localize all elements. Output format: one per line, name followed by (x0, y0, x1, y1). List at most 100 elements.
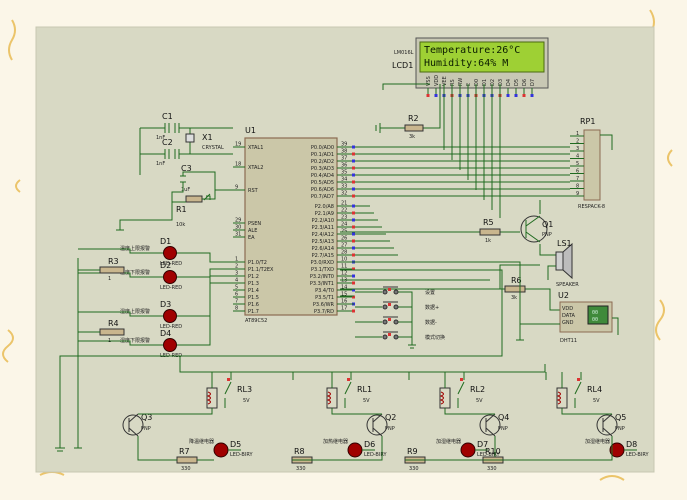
mcu-pin-state (352, 295, 355, 299)
alarm-led-label: 温度下限报警 (120, 269, 150, 276)
mcu-left-pin-name: ALE (248, 228, 257, 234)
alarm-led (163, 270, 177, 284)
mcu-right-pin-name: P0.6/AD6 (311, 187, 334, 193)
relay-value: 5V (243, 398, 250, 404)
mcu-right-pin-name: P3.7/RD (314, 309, 334, 315)
alarm-led-wire (78, 248, 163, 254)
mcu-right-pin-name: P3.1/TXD (311, 267, 334, 273)
mcu-right-pin-name: P0.0/AD0 (311, 145, 334, 151)
mcu-pin-state (352, 232, 355, 236)
mcu-pin-state (352, 246, 355, 250)
alarm-led-ref: D4 (160, 329, 171, 338)
mcu-ref: U1 (245, 126, 256, 135)
rp1-value: RESPACK-8 (578, 204, 605, 210)
mcu-pin-state (352, 274, 355, 278)
relay-led-label: 加湿继电器 (585, 438, 610, 445)
mcu-left-pin-name: PSEN (248, 221, 261, 227)
button-ground (408, 344, 416, 349)
relay-resistor-value: 330 (409, 466, 419, 472)
relay-contact (457, 372, 465, 408)
lcd-pin-label: D4 (506, 79, 512, 86)
mcu-at89c52: U1 AT89C52 19XTAL118XTAL29RST29PSEN30ALE… (233, 126, 355, 324)
alarm-led-wire (78, 340, 163, 346)
transistor-ref: Q4 (498, 413, 509, 422)
mcu-pin-state (352, 166, 355, 170)
mcu-right-pin-name: P2.1/A9 (315, 211, 334, 217)
relay-resistor-value: 330 (296, 466, 306, 472)
mcu-right-pin-name: P3.2/INT0 (310, 274, 334, 280)
lcd-pin-label: RS (450, 79, 456, 86)
mcu-left-pin-num: 31 (235, 232, 241, 238)
rp1-ref: RP1 (580, 117, 595, 126)
relay-value: 5V (476, 398, 483, 404)
relay-led-ref: D6 (364, 440, 375, 449)
oscillator-section: C1 1nF C2 1nF X1 CRYSTAL C3 1uF R1 10k (116, 112, 233, 231)
mcu-right-pin-name: P3.3/INT1 (310, 281, 334, 287)
mcu-right-pin-name: P0.5/AD5 (311, 180, 334, 186)
c1-ref: C1 (162, 112, 173, 121)
mcu-pin-state (352, 159, 355, 163)
lcd-pin-label: D7 (530, 79, 536, 86)
button-contact (382, 304, 388, 310)
c2-value: 1nF (156, 161, 165, 167)
mcu-right-pin-name: P3.4/T0 (315, 288, 334, 294)
relay-resistor-value: 330 (487, 466, 497, 472)
q1-value: PNP (542, 232, 552, 238)
mcu-right-pin-name: P2.4/A12 (312, 232, 334, 238)
mcu-left-pin-num: 2 (235, 264, 238, 270)
mcu-right-pin-name: P2.6/A14 (312, 246, 334, 252)
relay-led-label: 加湿继电器 (436, 438, 461, 445)
lcd-part-label: LM016L (394, 50, 414, 56)
mcu-right-pin-name: P0.7/AD7 (311, 194, 334, 200)
relay-ref: RL4 (587, 385, 602, 394)
rp1-body (583, 129, 601, 201)
x1-ref: X1 (202, 133, 213, 142)
r5-ref: R5 (483, 218, 494, 227)
relay-winding (326, 391, 331, 405)
relay-contact (574, 372, 582, 408)
u2-value: DHT11 (560, 338, 577, 344)
alarm-led-label: 温度上限报警 (120, 245, 150, 252)
ls1-value: SPEAKER (556, 282, 579, 288)
button-label: 数据- (425, 319, 437, 326)
mcu-right-pin-num: 22 (341, 208, 347, 214)
mcu-left-pin-num: 6 (235, 292, 238, 298)
relay-transistor (122, 414, 144, 436)
mcu-pin-state (352, 218, 355, 222)
r1-value: 10k (176, 222, 185, 228)
rp1-pin-num: 2 (576, 139, 579, 145)
alarm-resistor-ref: R4 (108, 319, 119, 328)
transistor-leads (372, 413, 383, 437)
rp1-pin-num: 6 (576, 169, 579, 175)
lcd-pin-state (530, 94, 534, 97)
button-contact (393, 304, 399, 310)
lcd-pin-state (506, 94, 510, 97)
mcu-pin-state (352, 309, 355, 313)
mcu-right-pin-num: 33 (341, 184, 347, 190)
dht-display-2: 00 (592, 317, 598, 323)
relay-state (460, 378, 463, 381)
lcd-line-2: Humidity:64% M (424, 58, 508, 69)
mcu-pin-state (352, 288, 355, 292)
alarm-led-value: LED-RED (160, 285, 182, 291)
r2-value: 3k (409, 134, 415, 140)
mcu-left-pin-name: XTAL1 (248, 145, 263, 151)
lcd-pin-state (522, 94, 526, 97)
r6-ref: R6 (511, 276, 522, 285)
mcu-pin-state (352, 180, 355, 184)
lcd-pin-state (514, 94, 518, 97)
relay-coil (439, 387, 451, 409)
ls1-ref: LS1 (557, 239, 572, 248)
lcd-pin-state (434, 94, 438, 97)
dht-pin-gnd: GND (562, 320, 574, 326)
mcu-left-pin-name: P1.3 (248, 281, 259, 287)
relay-value: 5V (363, 398, 370, 404)
mcu-pin-state (352, 211, 355, 215)
button-state (388, 333, 391, 336)
relay-coil (556, 387, 568, 409)
mcu-left-pin-name: EA (248, 235, 255, 241)
button-contact (393, 289, 399, 295)
mcu-left-pin-name: P1.4 (248, 288, 259, 294)
relay-led-value: LED-BIRY (626, 452, 649, 458)
